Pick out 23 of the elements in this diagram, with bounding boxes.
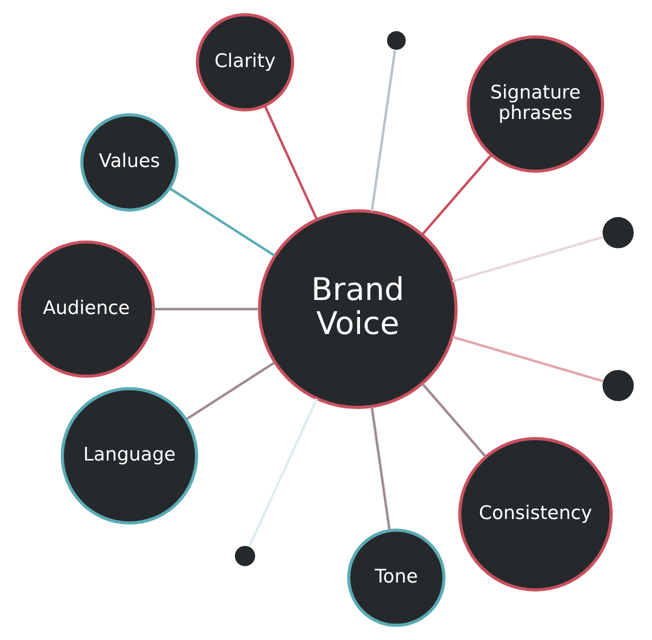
connector	[248, 398, 318, 547]
connector	[420, 382, 486, 458]
node-circle	[234, 546, 255, 566]
connector	[370, 406, 390, 530]
node-circle: Clarity	[195, 13, 294, 112]
node-circle: Consistency	[458, 436, 612, 592]
connector	[153, 308, 258, 310]
node-circle: Brand Voice	[257, 209, 458, 409]
node-circle	[602, 217, 634, 248]
connector	[263, 105, 318, 220]
node-circle: Language	[60, 387, 198, 524]
connector	[185, 361, 275, 420]
connector	[452, 236, 603, 282]
node-circle	[602, 370, 634, 402]
connector	[420, 154, 492, 236]
connector	[452, 336, 603, 382]
node-circle: Signature phrases	[466, 35, 604, 173]
connector	[168, 187, 275, 257]
node-circle: Values	[80, 113, 178, 212]
node-circle: Tone	[346, 528, 446, 627]
node-circle	[386, 31, 406, 50]
connector	[370, 50, 396, 212]
node-circle: Audience	[17, 240, 155, 378]
